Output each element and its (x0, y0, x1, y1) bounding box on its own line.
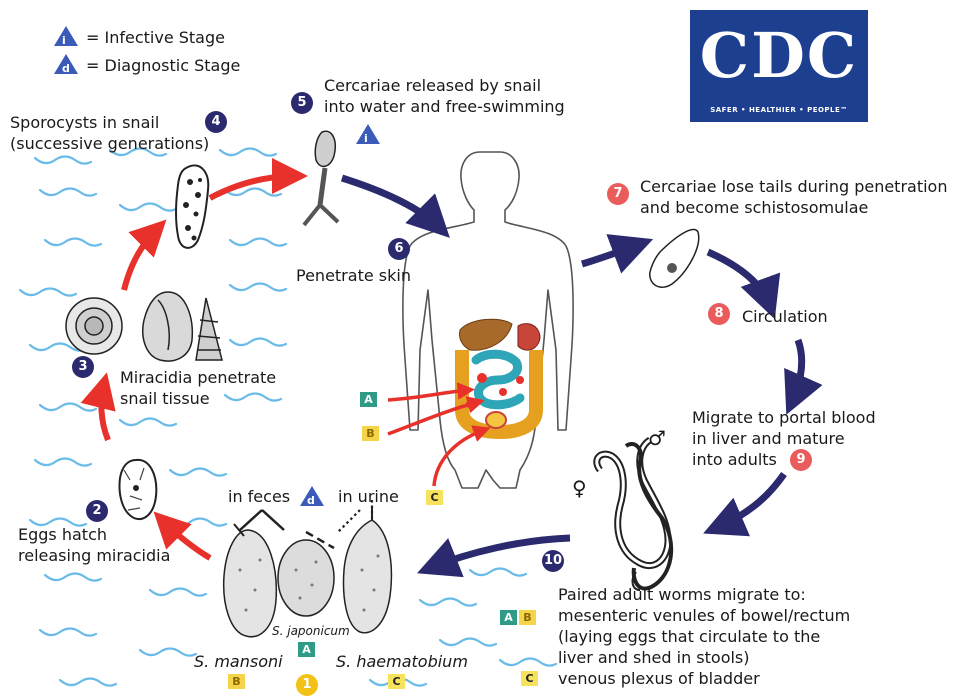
cdc-logo-tagline: SAFER • HEALTHIER • PEOPLE™ (690, 106, 868, 114)
step-7-badge: 7 (607, 183, 629, 205)
cdc-logo-text: CDC (690, 18, 868, 94)
eggs-illustration (224, 506, 392, 637)
step-9-badge: 9 (790, 449, 812, 471)
adult-worms-illustration (597, 440, 671, 590)
haematobium-c-marker: C (388, 674, 405, 689)
in-feces-label: in feces (228, 486, 290, 507)
s-japonicum-label: S. japonicum (272, 624, 350, 638)
step-7-text-line1: Cercariae lose tails during penetration (640, 176, 947, 197)
cdc-logo: CDC SAFER • HEALTHIER • PEOPLE™ (690, 10, 868, 122)
step-5-text-line1: Cercariae released by snail (324, 75, 541, 96)
legend-diagnostic-symbol: d (62, 58, 70, 79)
s-mansoni-label: S. mansoni (194, 651, 283, 672)
step-6-text: Penetrate skin (296, 265, 411, 286)
step-10-text-line2: mesenteric venules of bowel/rectum (558, 605, 850, 626)
eggs-diagnostic-symbol: d (307, 490, 315, 511)
route-a-marker: A (360, 392, 377, 407)
step-10-text-line3: (laying eggs that circulate to the (558, 626, 820, 647)
legend-infective-symbol: i (62, 30, 66, 51)
route-b-marker: B (362, 426, 379, 441)
snails-illustration (66, 292, 222, 361)
step-9-text-line3: into adults (692, 449, 777, 470)
schistosomulum-illustration (650, 229, 699, 287)
step-8-text: Circulation (742, 306, 828, 327)
step-3-text-line2: snail tissue (120, 388, 210, 409)
infective-stage-marker (356, 124, 380, 144)
step-10-text-line4: liver and shed in stools) (558, 647, 750, 668)
step-9-text-line1: Migrate to portal blood (692, 407, 876, 428)
bowel-a-marker: A (500, 610, 517, 625)
legend-diagnostic-label: = Diagnostic Stage (86, 55, 240, 76)
miracidium-illustration (120, 460, 157, 519)
step-5-text-line2: into water and free-swimming (324, 96, 565, 117)
step-3-badge: 3 (72, 356, 94, 378)
route-c-marker: C (426, 490, 443, 505)
mansoni-b-marker: B (228, 674, 245, 689)
step-5-badge: 5 (291, 92, 313, 114)
step-10-text-line5: venous plexus of bladder (558, 668, 760, 689)
step-9-text-line2: in liver and mature (692, 428, 845, 449)
step-8-badge: 8 (708, 303, 730, 325)
step-4-text-line2: (successive generations) (10, 133, 209, 154)
japonicum-a-marker: A (298, 642, 315, 657)
sporocyst-illustration (176, 165, 208, 247)
step-4-badge: 4 (205, 111, 227, 133)
step-6-badge: 6 (388, 238, 410, 260)
legend-infective-label: = Infective Stage (86, 27, 225, 48)
step-3-text-line1: Miracidia penetrate (120, 367, 276, 388)
cercariae-infective-symbol: i (364, 128, 368, 149)
step-10-badge: 10 (542, 550, 564, 572)
step-10-text-line1: Paired adult worms migrate to: (558, 584, 806, 605)
bowel-b-marker: B (519, 610, 536, 625)
step-2-badge: 2 (86, 500, 108, 522)
female-symbol: ♀ (572, 478, 587, 499)
step-2-text-line1: Eggs hatch (18, 524, 107, 545)
in-urine-label: in urine (338, 486, 399, 507)
step-4-text-line1: Sporocysts in snail (10, 112, 159, 133)
bladder-c-marker: C (521, 671, 538, 686)
step-1-badge: 1 (296, 674, 318, 696)
male-symbol: ♂ (648, 428, 666, 449)
step-7-text-line2: and become schistosomulae (640, 197, 868, 218)
step-2-text-line2: releasing miracidia (18, 545, 170, 566)
cercaria-illustration (304, 131, 338, 225)
s-haematobium-label: S. haematobium (336, 651, 468, 672)
